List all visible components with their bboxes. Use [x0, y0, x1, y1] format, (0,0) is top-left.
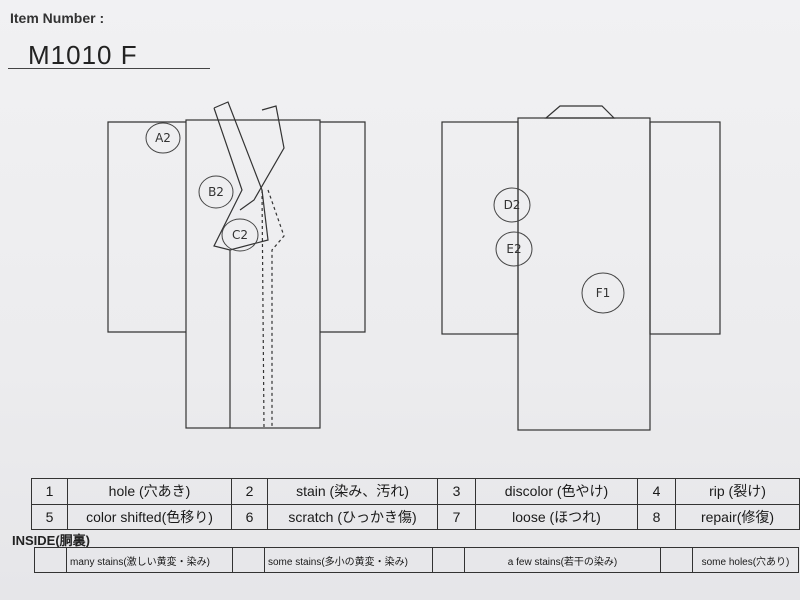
legend-label: rip (裂け) — [675, 478, 800, 505]
mark-circle-d2 — [493, 187, 531, 223]
legend-number: 4 — [637, 478, 676, 505]
item-number-underline — [8, 68, 210, 69]
back-body — [517, 117, 651, 431]
legend-number: 3 — [437, 478, 476, 505]
mark-f1: F1 — [596, 286, 611, 300]
legend-label: repair(修復) — [675, 503, 800, 530]
back-kimono-diagram — [441, 105, 721, 431]
front-left-sleeve — [107, 121, 186, 333]
legend-label: loose (ほつれ) — [475, 503, 638, 530]
inside-option-label: many stains(激しい黄変・染み) — [66, 547, 233, 573]
inside-checkbox-cell[interactable] — [432, 547, 465, 573]
front-seam-dashed — [261, 189, 265, 429]
legend-number: 8 — [637, 503, 676, 530]
back-left-sleeve — [441, 121, 519, 335]
front-collar-right — [239, 105, 285, 211]
legend-label: stain (染み、汚れ) — [267, 478, 438, 505]
legend-number: 5 — [31, 503, 68, 530]
inside-condition-table: many stains(激しい黄変・染み) some stains(多小の黄変・… — [34, 547, 799, 573]
legend-label: discolor (色やけ) — [475, 478, 638, 505]
mark-c2: C2 — [232, 228, 248, 242]
back-right-sleeve — [649, 121, 721, 335]
item-number-value: M1010 F — [28, 40, 138, 70]
legend-row: 5 color shifted(色移り) 6 scratch (ひっかき傷) 7… — [31, 503, 800, 530]
inside-row: many stains(激しい黄変・染み) some stains(多小の黄変・… — [34, 547, 799, 573]
legend-label: scratch (ひっかき傷) — [267, 503, 438, 530]
mark-d2: D2 — [504, 198, 521, 212]
front-kimono-diagram — [107, 101, 366, 429]
legend-number: 1 — [31, 478, 68, 505]
mark-circle-b2 — [198, 175, 234, 209]
item-number-label: Item Number : — [10, 10, 105, 26]
inside-option-label: some stains(多小の黄変・染み) — [264, 547, 433, 573]
front-right-sleeve — [320, 121, 366, 333]
mark-e2: E2 — [506, 242, 521, 256]
mark-circle-a2 — [145, 122, 181, 154]
front-collar-left — [213, 101, 269, 251]
legend-number: 2 — [231, 478, 268, 505]
inside-checkbox-cell[interactable] — [660, 547, 693, 573]
inside-option-label: some holes(穴あり) — [692, 547, 799, 573]
legend-label: color shifted(色移り) — [67, 503, 232, 530]
legend-label: hole (穴あき) — [67, 478, 232, 505]
mark-circle-f1 — [581, 272, 625, 314]
kimono-diagrams: A2 B2 C2 D2 E2 F1 — [107, 101, 721, 431]
inside-checkbox-cell[interactable] — [232, 547, 265, 573]
front-body — [185, 119, 321, 429]
legend-number: 6 — [231, 503, 268, 530]
legend-row: 1 hole (穴あき) 2 stain (染み、汚れ) 3 discolor … — [31, 478, 800, 505]
inside-section-title: INSIDE(胴裏) — [12, 533, 91, 548]
back-collar — [544, 105, 616, 119]
front-collar-dashed — [267, 189, 285, 428]
mark-a2: A2 — [155, 131, 171, 145]
legend-number: 7 — [437, 503, 476, 530]
inside-checkbox-cell[interactable] — [34, 547, 67, 573]
mark-circle-c2 — [221, 218, 259, 252]
damage-legend-table: 1 hole (穴あき) 2 stain (染み、汚れ) 3 discolor … — [31, 478, 800, 530]
inside-option-label: a few stains(若干の染み) — [464, 547, 661, 573]
mark-b2: B2 — [208, 185, 224, 199]
mark-circle-e2 — [495, 231, 533, 267]
